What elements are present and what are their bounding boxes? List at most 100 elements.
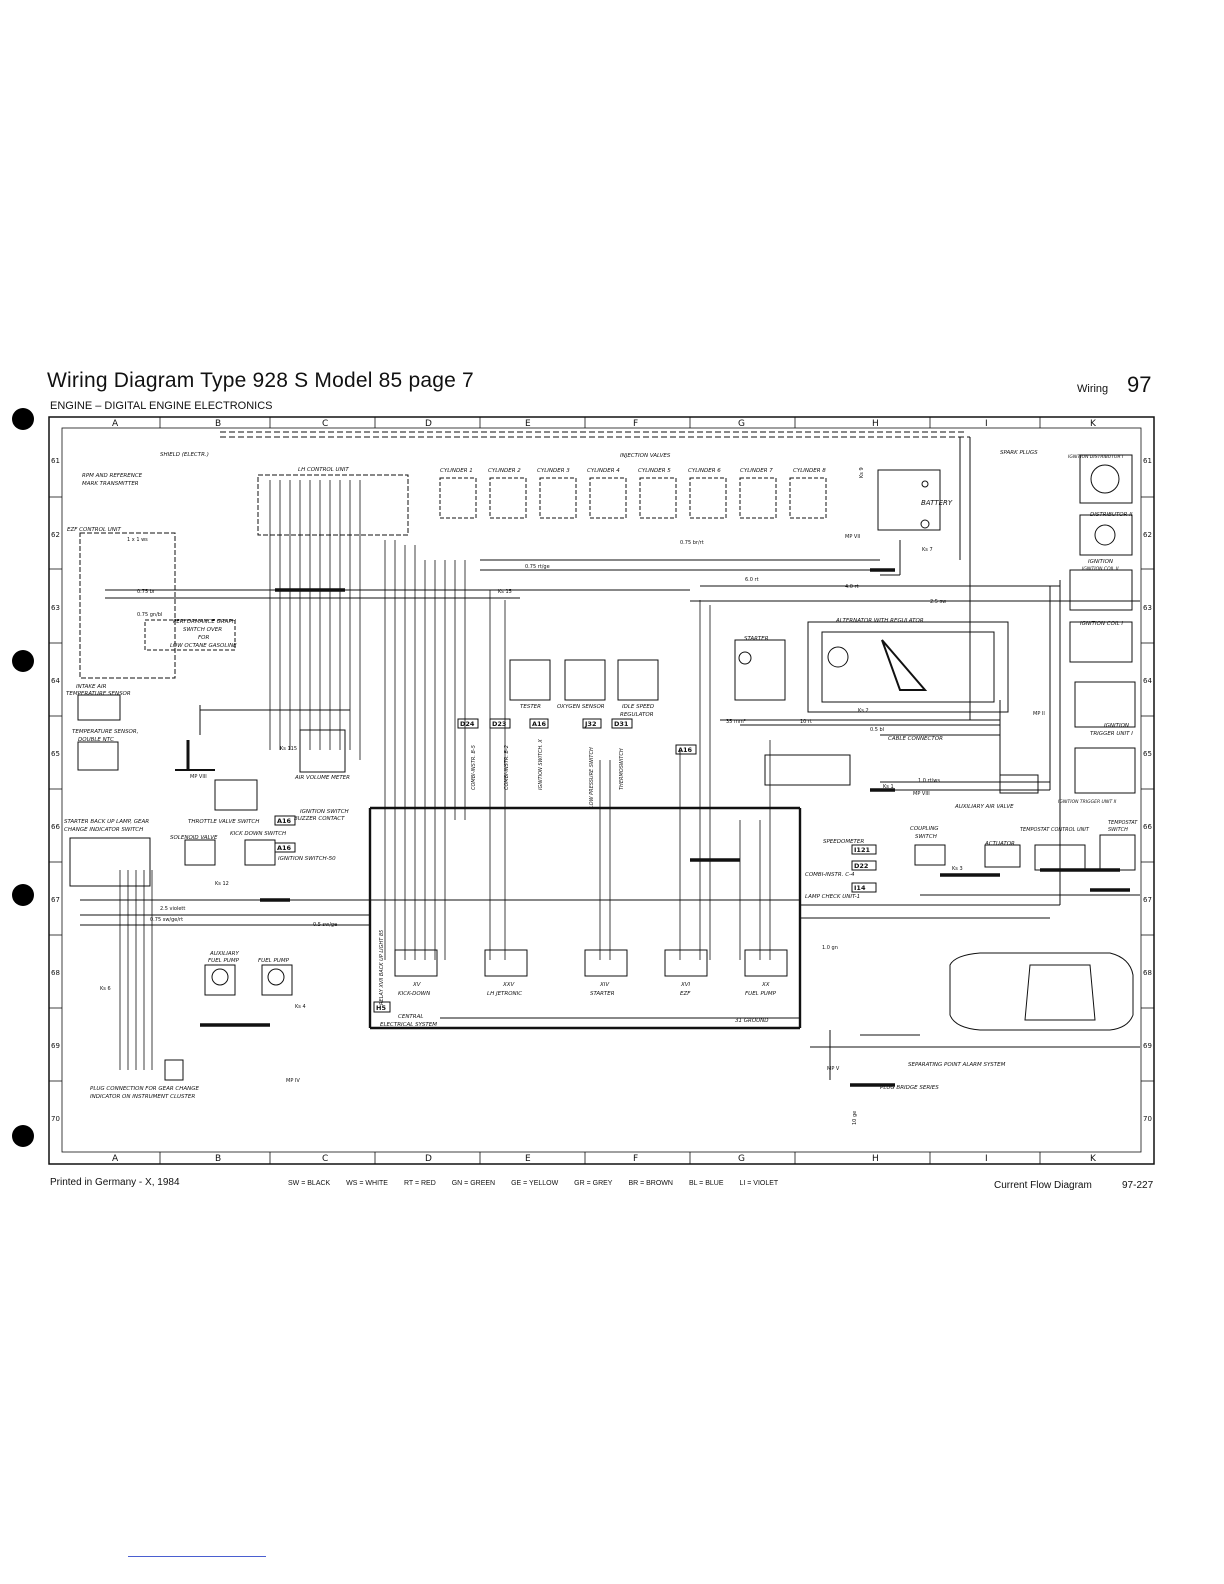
- legend-bl: BL = BLUE: [688, 1180, 724, 1187]
- page-subtitle: ENGINE – DIGITAL ENGINE ELECTRONICS: [50, 400, 273, 412]
- distributor-1-circle: [1090, 464, 1120, 494]
- footer-printed: Printed in Germany - X, 1984: [50, 1177, 180, 1188]
- label-distributor-2: DISTRIBUTOR II: [1090, 512, 1133, 518]
- splice-ks15: Ks 15: [498, 589, 512, 595]
- label-air-volume: AIR VOLUME METER: [294, 775, 350, 781]
- svg-text:K: K: [1090, 1154, 1097, 1164]
- splice-ks115: Ks 115: [280, 746, 297, 752]
- label-relay-5: FUEL PUMP: [745, 991, 777, 997]
- code-a16-4: A16: [277, 844, 292, 852]
- label-tempostat-1: TEMPOSTAT: [1108, 820, 1138, 826]
- label-ground-31: 31 GROUND: [735, 1018, 769, 1024]
- gear-indicator-plug-box: [164, 1059, 184, 1081]
- svg-text:I: I: [985, 419, 988, 429]
- svg-text:K: K: [1090, 419, 1097, 429]
- code-d31: D31: [614, 720, 629, 728]
- legend-rt: RT = RED: [403, 1180, 436, 1187]
- gp-mp-ii: MP II: [1033, 711, 1045, 717]
- label-cyl-6: CYLINDER 6: [688, 468, 721, 474]
- relay-fuelpump-box: [744, 949, 788, 977]
- label-cyl-3: CYLINDER 3: [537, 468, 570, 474]
- label-buzzer-2: BUZZER CONTACT: [294, 816, 345, 822]
- svg-text:62: 62: [1143, 531, 1152, 539]
- svg-text:65: 65: [51, 750, 60, 758]
- page-title: Wiring Diagram Type 928 S Model 85 page …: [47, 369, 474, 392]
- code-a16-3: A16: [277, 817, 292, 825]
- code-a16-1: A16: [532, 720, 547, 728]
- code-i14: I14: [854, 884, 866, 892]
- label-central-1: CENTRAL: [398, 1014, 423, 1020]
- label-vert-4: LOW PRESSURE SWITCH: [589, 747, 595, 808]
- label-idle-1: IDLE SPEED: [622, 704, 654, 710]
- alternator-delta: [881, 639, 928, 691]
- splice-ks12: Ks 12: [215, 881, 229, 887]
- label-vert-2: COMBI-INSTR. B-2: [504, 745, 510, 790]
- label-ign-50: IGNITION SWITCH-50: [278, 856, 336, 862]
- page-number: 97: [1127, 372, 1152, 397]
- battery-box: [877, 469, 941, 531]
- code-a16-2: A16: [678, 746, 693, 754]
- splice-ks7: Ks 7: [922, 547, 933, 553]
- svg-text:69: 69: [1143, 1042, 1152, 1050]
- label-temp-1: TEMPERATURE SENSOR,: [72, 729, 139, 735]
- label-cable-connector: CABLE CONNECTOR: [888, 736, 943, 742]
- legend-li: LI = VIOLET: [739, 1180, 779, 1187]
- wire-label-17: 10 ge: [852, 1111, 858, 1125]
- label-actuator: ACTUATOR: [984, 841, 1015, 847]
- relay-kickdown-box: [394, 949, 438, 977]
- gp-mp-viii-2: MP VIII: [913, 791, 930, 797]
- label-aux-fuel-1: AUXILIARY: [209, 951, 239, 957]
- label-idle-2: REGULATOR: [620, 712, 654, 718]
- label-plug-bridge: PLUG BRIDGE SERIES: [880, 1085, 939, 1091]
- row-dividers: [49, 496, 1154, 1082]
- fuel-pump-small-box: [261, 964, 293, 996]
- label-tester: TESTER: [520, 704, 541, 710]
- injection-valves: [439, 477, 827, 519]
- wire-label-8: 0.5 bl: [870, 727, 884, 733]
- splice-bars: [200, 568, 1130, 1087]
- gp-mp-viii: MP VIII: [190, 774, 207, 780]
- svg-text:65: 65: [1143, 750, 1152, 758]
- code-h5: H5: [376, 1004, 386, 1012]
- intake-sensor-box: [77, 694, 121, 721]
- svg-text:70: 70: [51, 1115, 60, 1123]
- label-central-2: ELECTRICAL SYSTEM: [380, 1022, 437, 1028]
- label-solenoid: SOLENOID VALVE: [170, 835, 218, 841]
- label-separating: SEPARATING POINT ALARM SYSTEM: [908, 1062, 1006, 1068]
- wire-label-13: 2.5 violett: [160, 906, 185, 912]
- throttle-switch-box: [214, 779, 258, 811]
- svg-text:G: G: [738, 1154, 745, 1164]
- wire-label-1: 0.75 br: [137, 589, 156, 595]
- wire-label-15: 1.0 gn: [822, 945, 838, 951]
- temp-sensor-box: [77, 741, 119, 771]
- air-volume-meter-box: [299, 729, 346, 773]
- svg-text:C: C: [322, 1154, 328, 1164]
- legend-br: BR = BROWN: [628, 1180, 673, 1187]
- svg-text:64: 64: [51, 677, 60, 685]
- cable-connector-box: [764, 754, 851, 786]
- diagram-frame: [48, 416, 1155, 1165]
- svg-text:63: 63: [51, 604, 60, 612]
- solenoid-valve-box: [184, 839, 216, 866]
- label-lh: LH CONTROL UNIT: [298, 467, 349, 473]
- label-coupling-2: SWITCH: [915, 834, 937, 840]
- label-cyl-2: CYLINDER 2: [488, 468, 521, 474]
- bottom-link-rule: [128, 1556, 266, 1557]
- wire-label-16: 6.0 rt: [745, 577, 759, 583]
- label-relay-num-3: XIV: [599, 982, 610, 988]
- svg-text:61: 61: [51, 457, 60, 465]
- label-rpm-2: MARK TRANSMITTER: [82, 481, 139, 487]
- label-relay-num-1: XV: [412, 982, 422, 988]
- svg-text:69: 69: [51, 1042, 60, 1050]
- label-temp-2: DOUBLE NTC: [78, 737, 114, 743]
- legend-gn: GN = GREEN: [451, 1180, 496, 1187]
- label-ezf: EZF CONTROL UNIT: [67, 527, 122, 533]
- svg-text:E: E: [525, 419, 531, 429]
- distributor-2-box: [1079, 514, 1133, 556]
- legend-ws: WS = WHITE: [346, 1180, 388, 1187]
- svg-text:63: 63: [1143, 604, 1152, 612]
- code-j32: J32: [584, 720, 596, 728]
